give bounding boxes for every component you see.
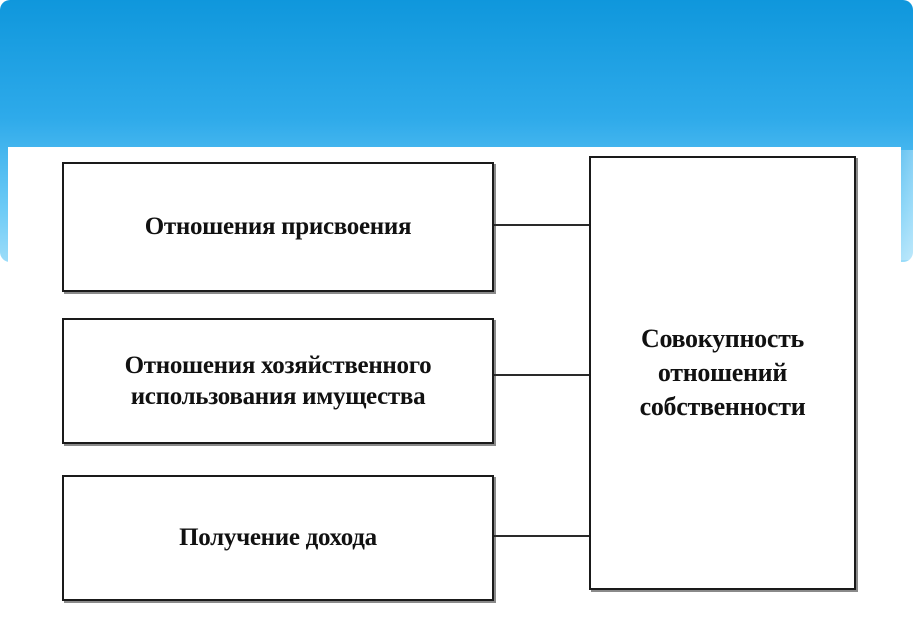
connector-line-1: [494, 224, 589, 226]
box-economic-use-label: Отношения хозяйственного использования и…: [124, 351, 432, 410]
connector-line-2: [494, 374, 589, 376]
box-appropriation-label: Отношения присвоения: [144, 213, 412, 241]
box-ownership-label: Совокупность отношений собственности: [639, 323, 806, 422]
box-income-label: Получение дохода: [179, 524, 377, 552]
box-economic-use-relations: Отношения хозяйственного использования и…: [62, 318, 494, 444]
box-ownership-relations-total: Совокупность отношений собственности: [589, 156, 856, 590]
connector-line-3: [494, 535, 589, 537]
box-income-receipt: Получение дохода: [62, 475, 494, 601]
box-appropriation-relations: Отношения присвоения: [62, 162, 494, 292]
